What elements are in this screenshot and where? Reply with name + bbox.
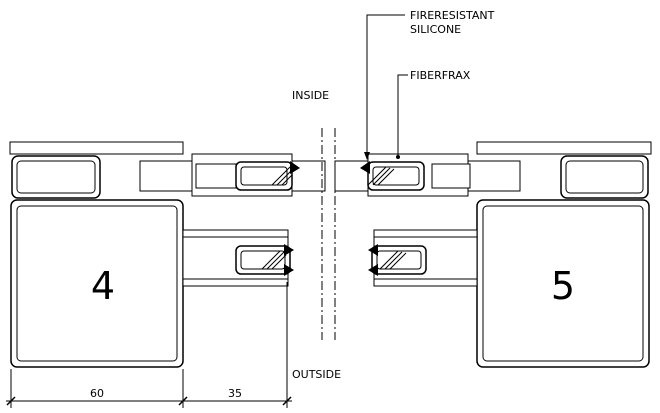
right-small-frame-inner: [565, 160, 644, 194]
top-right-bracket-lip: [431, 163, 471, 189]
left-small-frame-inner: [16, 160, 96, 194]
top-right-silicone: [360, 161, 370, 174]
fiberfrax-leader: [397, 74, 408, 157]
top-right-gasket-inner: [372, 166, 420, 186]
frame-number-left: 4: [91, 264, 115, 308]
right-top-plate: [476, 141, 652, 155]
dimension-left-width: 60: [90, 387, 104, 400]
left-top-plate: [9, 141, 184, 155]
dimension-gap-width: 35: [228, 387, 242, 400]
bottom-joint: [182, 229, 478, 287]
label-silicone: SILICONE: [410, 23, 461, 36]
label-inside: INSIDE: [292, 89, 329, 102]
right-frame-group: 5: [476, 141, 652, 368]
top-left-gasket-inner: [240, 166, 288, 186]
top-left-bracket-lip: [195, 163, 237, 189]
top-joint: [139, 153, 521, 197]
right-large-frame-inner: [482, 205, 644, 362]
dimensions: [6, 282, 292, 408]
left-large-frame-inner: [16, 205, 178, 362]
label-outside: OUTSIDE: [292, 368, 341, 381]
frame-number-right: 5: [551, 264, 575, 308]
bottom-left-gasket-inner: [240, 250, 286, 270]
label-fireresistant: FIRERESISTANT: [410, 9, 495, 22]
top-left-silicone: [290, 161, 300, 174]
fireresistant-leader: [366, 14, 405, 157]
label-fiberfrax: FIBERFRAX: [410, 69, 471, 82]
